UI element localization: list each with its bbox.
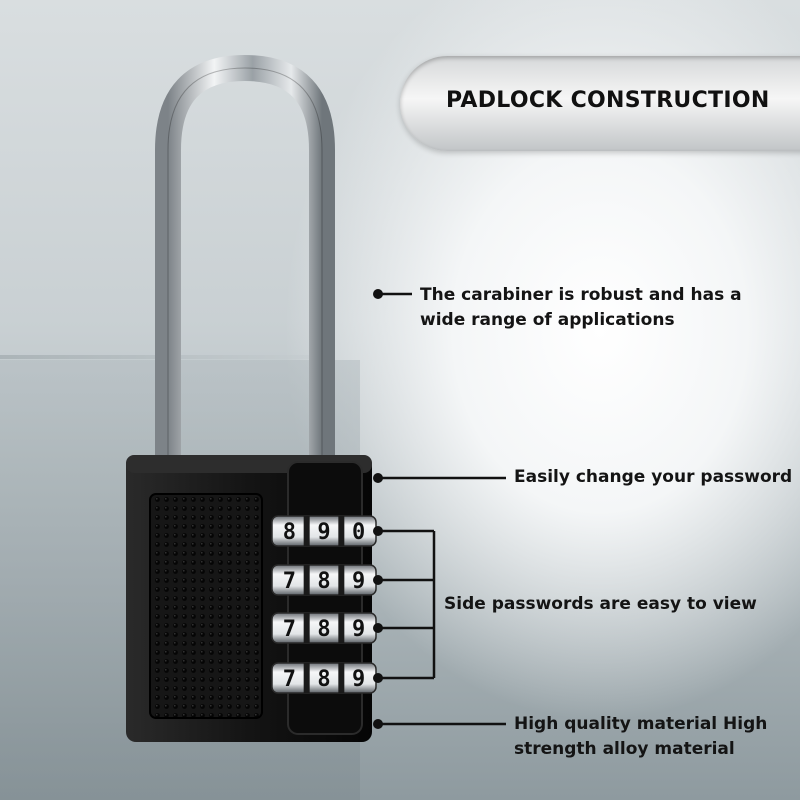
dot-icon xyxy=(373,473,383,483)
dot-icon xyxy=(373,673,383,683)
dot-icon xyxy=(373,623,383,633)
dial-digit: 9 xyxy=(352,617,365,642)
dial-digit: 7 xyxy=(283,667,296,692)
title-banner xyxy=(400,56,800,151)
dial-digit: 7 xyxy=(283,617,296,642)
dial-digit: 0 xyxy=(352,520,365,545)
callout-carabiner: The carabiner is robust and has a wide r… xyxy=(420,285,742,330)
callout-material: High quality material High strength allo… xyxy=(514,714,768,759)
dot-icon xyxy=(373,575,383,585)
callout-password: Easily change your password xyxy=(514,467,793,487)
dial-digit: 8 xyxy=(317,667,330,692)
dial-digit: 8 xyxy=(283,520,296,545)
dial-digit: 8 xyxy=(317,569,330,594)
dot-icon xyxy=(373,289,383,299)
dot-icon xyxy=(373,719,383,729)
dial-digit: 8 xyxy=(317,617,330,642)
dial-digit: 7 xyxy=(283,569,296,594)
textured-grip xyxy=(149,493,263,719)
callout-side-passwords: Side passwords are easy to view xyxy=(444,594,757,614)
dial-digit: 9 xyxy=(352,569,365,594)
page-title: PADLOCK CONSTRUCTION xyxy=(446,88,770,113)
dot-icon xyxy=(373,526,383,536)
dial-digit: 9 xyxy=(317,520,330,545)
dial-digit: 9 xyxy=(352,667,365,692)
shackle xyxy=(155,54,335,470)
